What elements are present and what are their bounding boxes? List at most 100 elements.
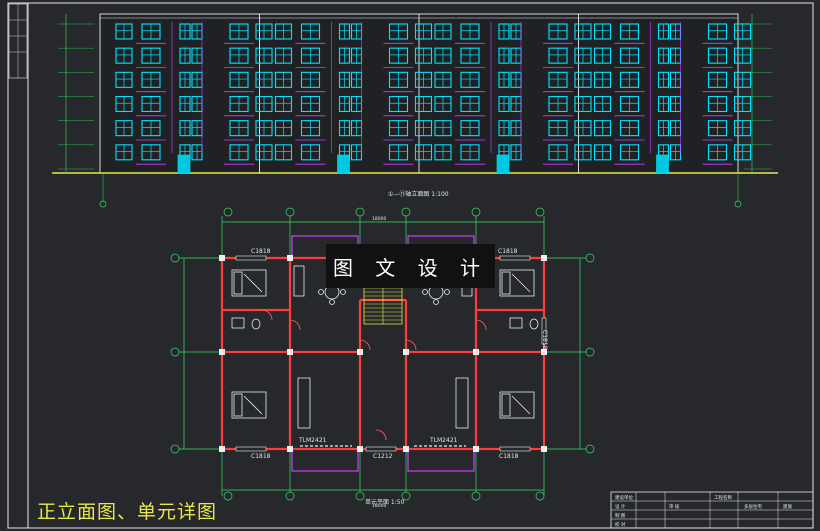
structural-column (287, 446, 293, 452)
structural-column (287, 255, 293, 261)
bed-pillow (233, 271, 243, 295)
axis-bubble-bottom (223, 491, 233, 501)
plan-title: 单元平面 1:50 (365, 498, 405, 506)
axis-bubble-left (170, 347, 180, 357)
structural-column (219, 446, 225, 452)
titleblock-sheet: 建施 (783, 503, 792, 510)
axis-bubble-top (355, 207, 365, 217)
titleblock-row: 审 核 (669, 503, 680, 510)
titleblock-row: 设 计 (615, 503, 626, 510)
titleblock-row: 制 图 (615, 512, 626, 519)
balcony-outline (407, 448, 475, 472)
titleblock-project: 多层住宅 (744, 503, 762, 510)
bed-sheet-fold (243, 395, 263, 415)
balcony-outline (291, 448, 359, 472)
unit-plan-drawing (178, 216, 586, 496)
dining-chair (318, 289, 324, 295)
titleblock-header-right: 工程名称 (714, 494, 732, 501)
structural-column (473, 349, 479, 355)
titleblock-header-left: 建设单位 (615, 494, 633, 501)
structural-column (357, 446, 363, 452)
plan-window (235, 255, 267, 261)
axis-bubble-bottom (285, 491, 295, 501)
axis-bubble-right (585, 347, 595, 357)
bath-fixture (231, 317, 245, 329)
entrance-door (496, 154, 510, 174)
sofa (297, 377, 311, 429)
overall-dimension: 18000 (372, 503, 386, 509)
structural-column (541, 446, 547, 452)
toilet (529, 318, 539, 330)
structural-column (219, 349, 225, 355)
structural-column (287, 349, 293, 355)
axis-bubble-top (401, 207, 411, 217)
bed-pillow (501, 393, 511, 417)
sofa (455, 377, 469, 429)
bed (231, 269, 267, 297)
window-label-c1818: C1818 (541, 330, 548, 350)
structural-column (357, 349, 363, 355)
axis-bubble-left (170, 444, 180, 454)
structural-column (473, 446, 479, 452)
front-elevation-drawing (52, 13, 778, 208)
axis-bubble-top (285, 207, 295, 217)
axis-bubble-bottom (401, 491, 411, 501)
watermark-badge: 图 文 设 计 (326, 244, 495, 288)
window-label-c1818: C1818 (499, 453, 519, 460)
door-label-tlm2421: TLM2421 (429, 437, 458, 444)
toilet (251, 318, 261, 330)
bed-pillow (501, 271, 511, 295)
plan-window (365, 446, 397, 452)
elevation-title: ①—⑪轴立面图 1:100 (388, 190, 449, 198)
plan-window (499, 446, 531, 452)
window-label-c1212: C1212 (373, 453, 393, 460)
dining-chair (433, 299, 439, 305)
title-block: 建设单位 工程名称 设 计 制 图 校 对 审 核 多层住宅 建施 (610, 491, 814, 529)
axis-bubble-bottom (355, 491, 365, 501)
entrance-door (337, 154, 350, 174)
entrance-door (177, 154, 191, 174)
dining-chair (422, 289, 428, 295)
axis-bubble-top (471, 207, 481, 217)
door-swing (289, 319, 301, 331)
window-label-c1818: C1818 (498, 248, 518, 255)
dining-chair (340, 289, 346, 295)
bed (499, 269, 535, 297)
door-swing (359, 339, 371, 351)
bed (499, 391, 535, 419)
bed-pillow (233, 393, 243, 417)
structural-column (541, 255, 547, 261)
door-swing (375, 429, 387, 441)
plan-window (541, 317, 547, 345)
door-label-tlm2421: TLM2421 (298, 437, 327, 444)
structural-column (403, 446, 409, 452)
bed-sheet-fold (511, 273, 531, 293)
structural-column (219, 255, 225, 261)
axis-grid-bubbles (170, 207, 595, 501)
axis-bubble-top (535, 207, 545, 217)
caption-text: 正立面图、单元详图 (37, 501, 218, 523)
axis-bubble (99, 200, 107, 208)
door-swing (261, 309, 273, 321)
dining-chair (329, 299, 335, 305)
structural-column (541, 349, 547, 355)
plan-window (499, 255, 531, 261)
sheet-border (7, 2, 814, 529)
door-swing (475, 319, 487, 331)
axis-bubble-bottom (471, 491, 481, 501)
axis-bubble-left (170, 253, 180, 263)
window-label-c1818: C1818 (251, 453, 271, 460)
overall-dimension: 18000 (372, 216, 386, 222)
kitchen-counter (293, 265, 305, 297)
axis-bubble-top (223, 207, 233, 217)
plan-window (235, 446, 267, 452)
axis-bubble-right (585, 444, 595, 454)
bed-sheet-fold (511, 395, 531, 415)
window-label-c1818: C1818 (251, 248, 271, 255)
bed-sheet-fold (243, 273, 263, 293)
bath-fixture (509, 317, 523, 329)
axis-bubble-bottom (535, 491, 545, 501)
axis-bubble (734, 200, 742, 208)
